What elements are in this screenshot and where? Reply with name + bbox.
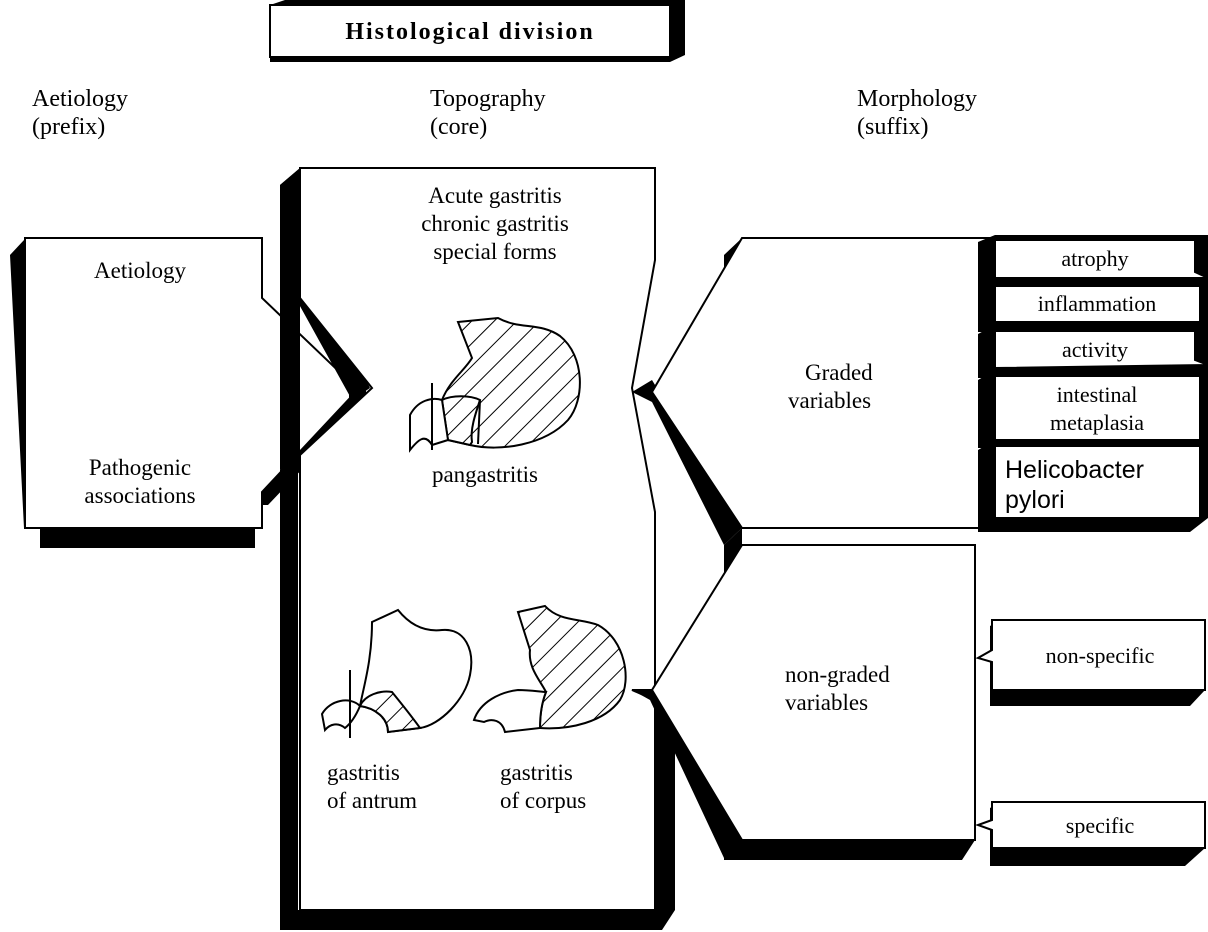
graded-item-atrophy: atrophy	[978, 235, 1208, 288]
title-box: Histological division	[269, 0, 685, 62]
graded-item-inflammation: inflammation	[978, 280, 1208, 332]
topography-subheader: (core)	[430, 114, 487, 140]
aetiology-label: Aetiology	[94, 258, 186, 283]
graded-item-atrophy-label: atrophy	[1061, 246, 1128, 271]
pathogenic-label-line1: Pathogenic	[89, 455, 191, 480]
intestinal-label-line2: metaplasia	[1050, 410, 1144, 435]
gastritis-type-special: special forms	[433, 239, 556, 264]
gastritis-type-chronic: chronic gastritis	[421, 211, 569, 236]
non-graded-label-line1: non-graded	[785, 662, 890, 687]
graded-item-activity-label: activity	[1062, 337, 1128, 362]
non-graded-item-non-specific: non-specific	[975, 619, 1206, 706]
non-specific-label: non-specific	[1046, 643, 1155, 668]
aetiology-header: Aetiology	[32, 86, 128, 112]
graded-label-line2: variables	[788, 388, 871, 413]
column-header-topography: Topography (core)	[430, 86, 546, 140]
helicobacter-label-line2: pylori	[1005, 486, 1065, 514]
column-header-aetiology: Aetiology (prefix)	[32, 86, 128, 140]
column-header-morphology: Morphology (suffix)	[857, 86, 977, 140]
topography-box: Acute gastritis chronic gastritis specia…	[280, 167, 675, 930]
graded-item-intestinal-metaplasia: intestinal metaplasia	[978, 370, 1208, 448]
pangastritis-label: pangastritis	[432, 462, 538, 487]
graded-item-helicobacter-pylori: Helicobacter pylori	[978, 440, 1208, 532]
pangastritis-stomach-icon	[409, 316, 581, 453]
morphology-header: Morphology	[857, 86, 977, 112]
graded-item-activity: activity	[978, 325, 1208, 378]
antrum-gastritis-stomach-icon	[320, 608, 473, 738]
diagram-title: Histological division	[345, 19, 594, 45]
intestinal-label-line1: intestinal	[1057, 382, 1138, 407]
morphology-subheader: (suffix)	[857, 114, 929, 140]
aetiology-subheader: (prefix)	[32, 114, 105, 140]
graded-variables-box: Graded variables	[632, 237, 991, 545]
aetiology-box: Aetiology Pathogenic associations	[10, 237, 366, 548]
non-graded-item-specific: specific	[975, 801, 1206, 866]
pathogenic-label-line2: associations	[84, 483, 195, 508]
corpus-label-line2: of corpus	[500, 788, 586, 813]
antrum-label-line1: gastritis	[327, 760, 400, 785]
non-graded-label-line2: variables	[785, 690, 868, 715]
corpus-gastritis-stomach-icon	[472, 604, 627, 734]
graded-item-inflammation-label: inflammation	[1038, 291, 1157, 316]
corpus-label-line1: gastritis	[500, 760, 573, 785]
gastritis-type-acute: Acute gastritis	[428, 183, 562, 208]
helicobacter-label-line1: Helicobacter	[1005, 456, 1144, 484]
non-graded-variables-box: non-graded variables	[632, 528, 976, 860]
antrum-label-line2: of antrum	[327, 788, 417, 813]
specific-label: specific	[1066, 813, 1135, 838]
graded-label-line1: Graded	[805, 360, 873, 385]
topography-header: Topography	[430, 86, 546, 112]
